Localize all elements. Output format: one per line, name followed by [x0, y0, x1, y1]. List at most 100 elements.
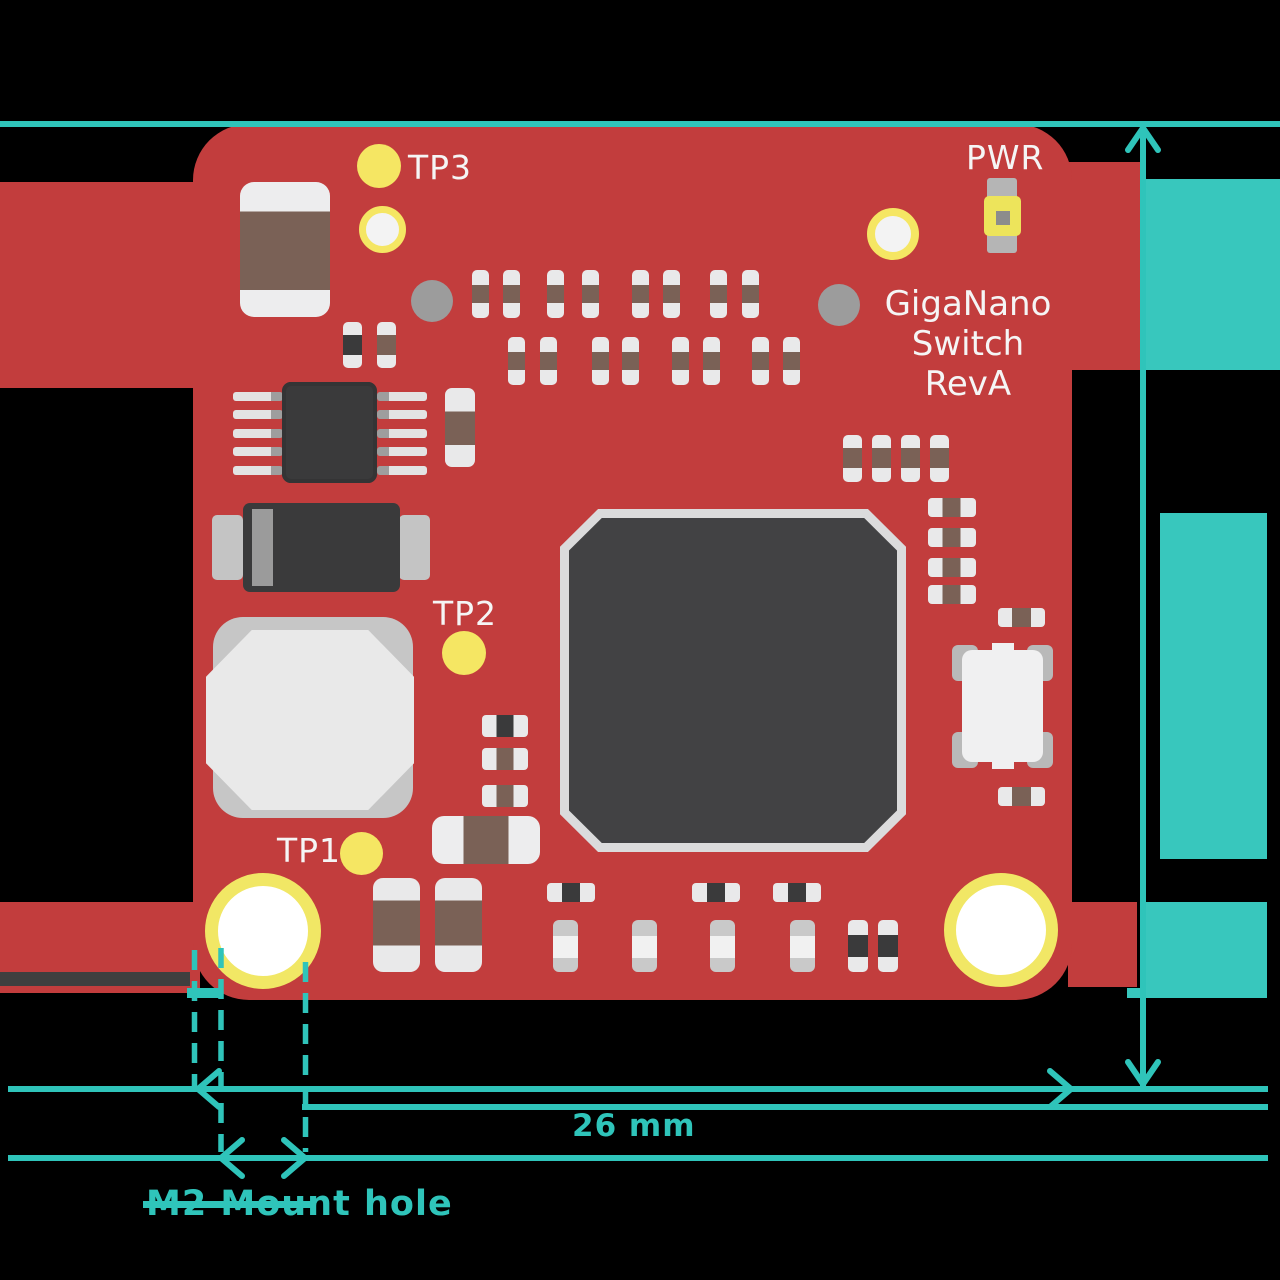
inductor-top: [206, 630, 414, 810]
teal-block-right-bottom: [1142, 902, 1267, 998]
extension-line-bottom-right: [302, 1104, 1268, 1110]
regulator-ic: [282, 382, 377, 483]
tab-connector-stripe: [0, 972, 190, 986]
arrow-down-icon: [1125, 1059, 1161, 1087]
arrow-right-icon: [281, 1137, 308, 1179]
switch-body: [962, 650, 1043, 762]
arrow-right-icon: [1047, 1068, 1074, 1110]
tp3-label: TP3: [408, 148, 473, 187]
arrow-left-icon: [195, 1068, 222, 1110]
smd-capacitor-dark: [343, 322, 362, 368]
board-title-line1: GigaNano: [884, 284, 1052, 324]
tp2-label: TP2: [433, 594, 498, 633]
smd-resistor: [482, 785, 528, 807]
teal-strip-bottom-right: [1127, 988, 1267, 998]
smd-capacitor: [632, 920, 657, 972]
smd-resistor: [663, 270, 680, 318]
ic-pin: [233, 447, 283, 456]
smd-resistor: [622, 337, 639, 385]
switch-tab: [992, 643, 1014, 652]
board-title-line3: RevA: [924, 364, 1012, 404]
smd-resistor: [592, 337, 609, 385]
fiducial-right: [818, 284, 860, 326]
smd-resistor: [482, 748, 528, 770]
smd-resistor: [547, 270, 564, 318]
mount-hole-left: [205, 873, 321, 989]
smd-resistor: [752, 337, 769, 385]
ic-pin: [233, 466, 283, 475]
main-switch-chip: [569, 518, 897, 843]
smd-resistor: [998, 787, 1045, 806]
smd-resistor: [928, 528, 976, 547]
capacitor-horizontal: [432, 816, 540, 864]
smd-resistor: [377, 322, 396, 368]
smd-resistor: [742, 270, 759, 318]
ic-pin: [377, 429, 427, 438]
smd-capacitor-dark: [878, 920, 898, 972]
diode-cathode-stripe: [252, 509, 273, 586]
smd-capacitor: [790, 920, 815, 972]
board-title: GigaNano Switch RevA: [868, 284, 1068, 404]
diode-pad: [212, 515, 243, 580]
pwr-label: PWR: [966, 138, 1045, 177]
smd-resistor: [503, 270, 520, 318]
smd-resistor: [843, 435, 862, 482]
via-ring-pwr: [867, 208, 919, 260]
teal-block-right-middle: [1160, 513, 1267, 859]
smd-capacitor: [710, 920, 735, 972]
smd-resistor: [928, 585, 976, 604]
smd-resistor: [508, 337, 525, 385]
via-ring-tp3: [359, 206, 406, 253]
smd-resistor: [373, 878, 420, 972]
test-point-tp1: [340, 832, 383, 875]
smd-capacitor-dark: [547, 883, 595, 902]
board-tab-right-bottom: [1068, 902, 1137, 987]
smd-resistor: [710, 270, 727, 318]
mount-hole-right: [944, 873, 1058, 987]
ic-pin: [233, 392, 283, 401]
fiducial-left: [411, 280, 453, 322]
arrow-up-icon: [1125, 125, 1161, 153]
smd-resistor: [783, 337, 800, 385]
tp1-label: TP1: [277, 831, 342, 870]
test-point-tp2: [442, 631, 486, 675]
smd-capacitor-dark: [848, 920, 868, 972]
ic-pin: [377, 392, 427, 401]
smd-capacitor: [553, 920, 578, 972]
mount-hole-dimension-line: [8, 1155, 1268, 1161]
pwr-led-die: [996, 211, 1010, 225]
switch-tab: [992, 760, 1014, 769]
smd-capacitor-dark: [482, 715, 528, 737]
board-title-line2: Switch: [911, 324, 1025, 364]
smd-resistor: [435, 878, 482, 972]
board-tab-left-top: [0, 182, 200, 388]
teal-block-right-top: [1143, 179, 1280, 370]
width-dimension-line: [8, 1086, 1268, 1092]
smd-resistor: [672, 337, 689, 385]
smd-resistor: [472, 270, 489, 318]
smd-resistor: [930, 435, 949, 482]
smd-resistor: [928, 498, 976, 517]
ic-pin: [233, 429, 283, 438]
arrow-left-icon: [218, 1137, 245, 1179]
smd-resistor: [998, 608, 1045, 627]
test-point-tp3: [357, 144, 401, 188]
smd-resistor: [901, 435, 920, 482]
smd-resistor: [445, 388, 475, 467]
ic-pin: [377, 466, 427, 475]
smd-capacitor-dark: [692, 883, 740, 902]
smd-resistor: [632, 270, 649, 318]
ic-pin: [377, 447, 427, 456]
board-tab-right-top: [1068, 162, 1140, 370]
smd-resistor: [703, 337, 720, 385]
smd-resistor: [872, 435, 891, 482]
ic-pin: [233, 410, 283, 419]
smd-resistor: [540, 337, 557, 385]
board-width-dimension-label: 26 mm: [572, 1108, 696, 1144]
capacitor-large: [240, 182, 330, 317]
ic-pin: [377, 410, 427, 419]
mount-hole-label: M2 Mount hole: [146, 1184, 453, 1224]
smd-capacitor-dark: [773, 883, 821, 902]
smd-resistor: [582, 270, 599, 318]
